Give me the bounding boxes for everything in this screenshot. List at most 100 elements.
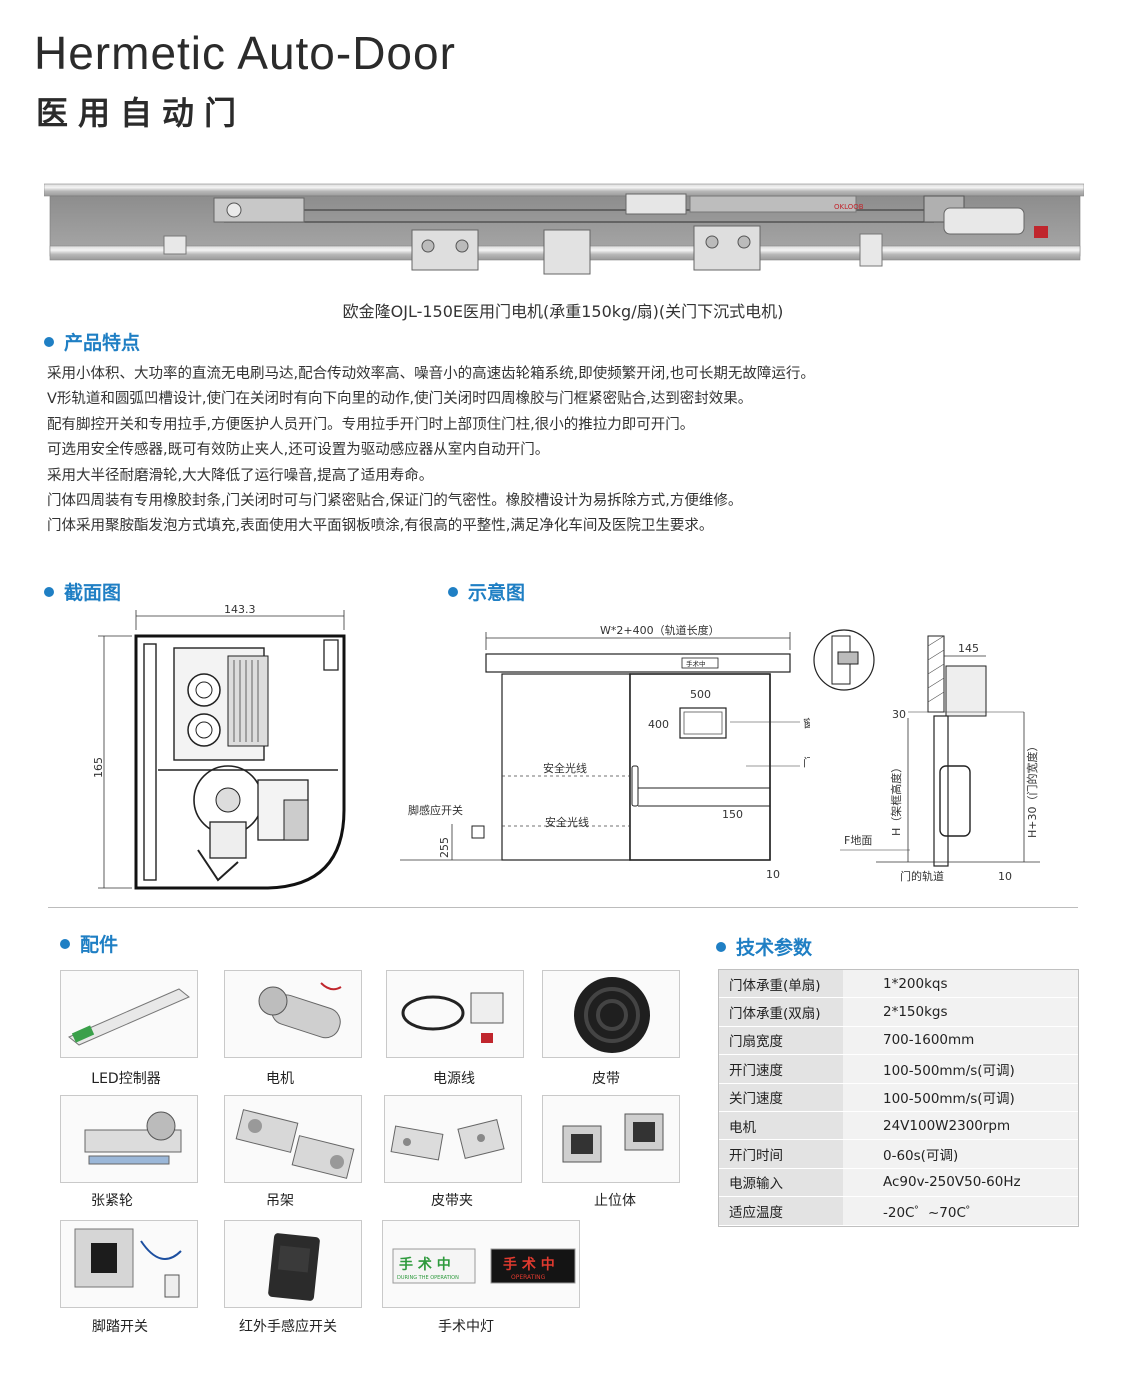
power-cable-icon <box>401 992 504 1043</box>
feature-item: 采用大半径耐磨滑轮,大大降低了运行噪音,提高了适用寿命。 <box>47 467 434 484</box>
accessory-label: 手术中灯 <box>438 1319 494 1335</box>
spec-value: 2*150kgs <box>843 997 1078 1027</box>
frame-height-label: H（架框高度） <box>889 762 903 836</box>
accessory-image-tension-wheel <box>60 1095 198 1183</box>
window-width-label: 500 <box>690 688 711 701</box>
belt-clip-icon <box>390 1119 505 1161</box>
table-row: 门体承重(双扇)2*150kgs <box>719 997 1078 1027</box>
accessory-image-surgery-light: 手 术 中 DURING THE OPERATION 手 术 中 OPERATI… <box>382 1220 580 1308</box>
spec-value: Ac90v-250V50-60Hz <box>843 1168 1078 1198</box>
accessory-image-led-controller <box>60 970 198 1058</box>
green-sign-text: 手 术 中 <box>399 1256 451 1273</box>
red-sign-subtext: OPERATING <box>511 1274 546 1281</box>
motor-icon <box>258 982 342 1039</box>
accessory-label: 皮带夹 <box>431 1193 473 1209</box>
accessory-label: 张紧轮 <box>91 1193 133 1209</box>
height-dimension-label: 165 <box>92 757 105 778</box>
feature-item: 配有脚控开关和专用拉手,方便医护人员开门。专用拉手开门时上部顶住门柱,很小的推拉… <box>47 416 695 433</box>
spec-key: 关门速度 <box>719 1083 843 1112</box>
side-width-label: 145 <box>958 642 979 655</box>
accessory-image-power-cable <box>386 970 524 1058</box>
spec-key: 电源输入 <box>719 1168 843 1198</box>
spec-value: 24V100W2300rpm <box>843 1111 1078 1141</box>
window-label: 窗户 <box>803 716 810 730</box>
spec-key: 电机 <box>719 1111 843 1141</box>
accessory-label: 止位体 <box>594 1193 636 1209</box>
spec-key: 开门时间 <box>719 1139 843 1169</box>
tension-wheel-icon <box>84 1111 182 1165</box>
spec-value: 100-500mm/s(可调) <box>843 1054 1078 1084</box>
spec-key: 门扇宽度 <box>719 1026 843 1056</box>
bullet-dot-icon <box>44 336 54 347</box>
spec-value: -20C゜~70C゜ <box>843 1196 1078 1226</box>
foot-height-label: 255 <box>438 837 451 858</box>
title-english: Hermetic Auto-Door <box>34 27 456 79</box>
accessory-label: 电源线 <box>433 1071 475 1087</box>
product-caption: 欧金隆OJL-150E医用门电机(承重150kg/扇)(关门下沉式电机) <box>342 302 784 321</box>
accessory-image-infrared-switch <box>224 1220 362 1308</box>
cross-section-diagram: 143.3 165 <box>92 603 346 890</box>
safety-light-label-lower: 安全光线 <box>545 815 589 829</box>
bullet-dot-icon <box>716 941 726 952</box>
bullet-dot-icon <box>44 586 54 597</box>
section-heading-schematic: 示意图 <box>448 578 525 605</box>
handle-height-label: 150 <box>722 808 743 821</box>
floor-label: F地面 <box>844 834 872 847</box>
door-width-label: H+30（门的宽度） <box>1025 741 1039 839</box>
accessory-image-hanger <box>224 1095 362 1183</box>
door-track-label: 门的轨道 <box>900 869 944 883</box>
bottom-gap-label: 10 <box>766 868 780 881</box>
stopper-icon <box>562 1113 664 1163</box>
accessory-label: LED控制器 <box>91 1071 161 1087</box>
accessory-label: 吊架 <box>266 1193 294 1209</box>
feature-item: V形轨道和圆弧凹槽设计,使门在关闭时有向下向里的动作,使门关闭时四周橡胶与门框紧… <box>47 391 753 408</box>
spec-value: 0-60s(可调) <box>843 1139 1078 1169</box>
led-controller-icon <box>68 988 190 1046</box>
feature-item: 门体采用聚胺酯发泡方式填充,表面使用大平面钢板喷涂,有很高的平整性,满足净化车间… <box>47 518 714 535</box>
section-divider <box>48 907 1078 908</box>
rail-brand-label: OKLOOB <box>834 203 864 211</box>
accessory-label: 红外手感应开关 <box>239 1319 337 1335</box>
hanger-icon <box>235 1109 355 1179</box>
accessory-image-belt-clip <box>384 1095 522 1183</box>
accessory-image-stopper <box>542 1095 680 1183</box>
surgery-light-icon: 手 术 中 DURING THE OPERATION 手 术 中 OPERATI… <box>392 1248 576 1284</box>
spec-key: 门体承重(单扇) <box>719 970 843 999</box>
title-chinese: 医用自动门 <box>36 94 247 132</box>
feature-list: 采用小体积、大功率的直流无电刷马达,配合传动效率高、噪音小的高速齿轮箱系统,即使… <box>47 362 815 540</box>
bullet-dot-icon <box>448 586 458 597</box>
safety-light-label-upper: 安全光线 <box>543 761 587 775</box>
accessory-image-belt <box>542 970 680 1058</box>
red-sign-text: 手 术 中 <box>503 1256 555 1273</box>
sign-small-label: 手术中 <box>686 659 706 668</box>
belt-icon <box>574 977 650 1053</box>
spec-value: 700-1600mm <box>843 1026 1078 1056</box>
table-row: 适应温度-20C゜~70C゜ <box>719 1196 1078 1226</box>
feature-item: 可选用安全传感器,既可有效防止夹人,还可设置为驱动感应器从室内自动开门。 <box>47 442 550 459</box>
feature-item: 采用小体积、大功率的直流无电刷马达,配合传动效率高、噪音小的高速齿轮箱系统,即使… <box>47 366 815 382</box>
window-height-label: 400 <box>648 718 669 731</box>
schematic-front-view: W*2+400（轨道长度） 手术中 500 400 窗户 门框 安全光线 安全光… <box>400 623 810 881</box>
width-dimension-label: 143.3 <box>224 603 256 616</box>
side-top-label: 30 <box>892 708 906 721</box>
spec-key: 门体承重(双扇) <box>719 997 843 1027</box>
section-heading-features: 产品特点 <box>44 328 140 355</box>
door-rail-photo: OKLOOB <box>44 183 1084 275</box>
foot-switch-label: 脚感应开关 <box>408 803 463 817</box>
track-length-label: W*2+400（轨道长度） <box>600 623 720 637</box>
section-heading-specs: 技术参数 <box>716 933 812 960</box>
accessory-label: 电机 <box>266 1071 294 1087</box>
bullet-dot-icon <box>60 938 70 949</box>
table-row: 门体承重(单扇)1*200kqs <box>719 970 1078 999</box>
feature-item: 门体四周装有专用橡胶封条,门关闭时可与门紧密贴合,保证门的气密性。橡胶槽设计为易… <box>47 493 743 510</box>
side-gap-label: 10 <box>998 870 1012 883</box>
spec-value: 100-500mm/s(可调) <box>843 1083 1078 1112</box>
spec-key: 开门速度 <box>719 1054 843 1084</box>
